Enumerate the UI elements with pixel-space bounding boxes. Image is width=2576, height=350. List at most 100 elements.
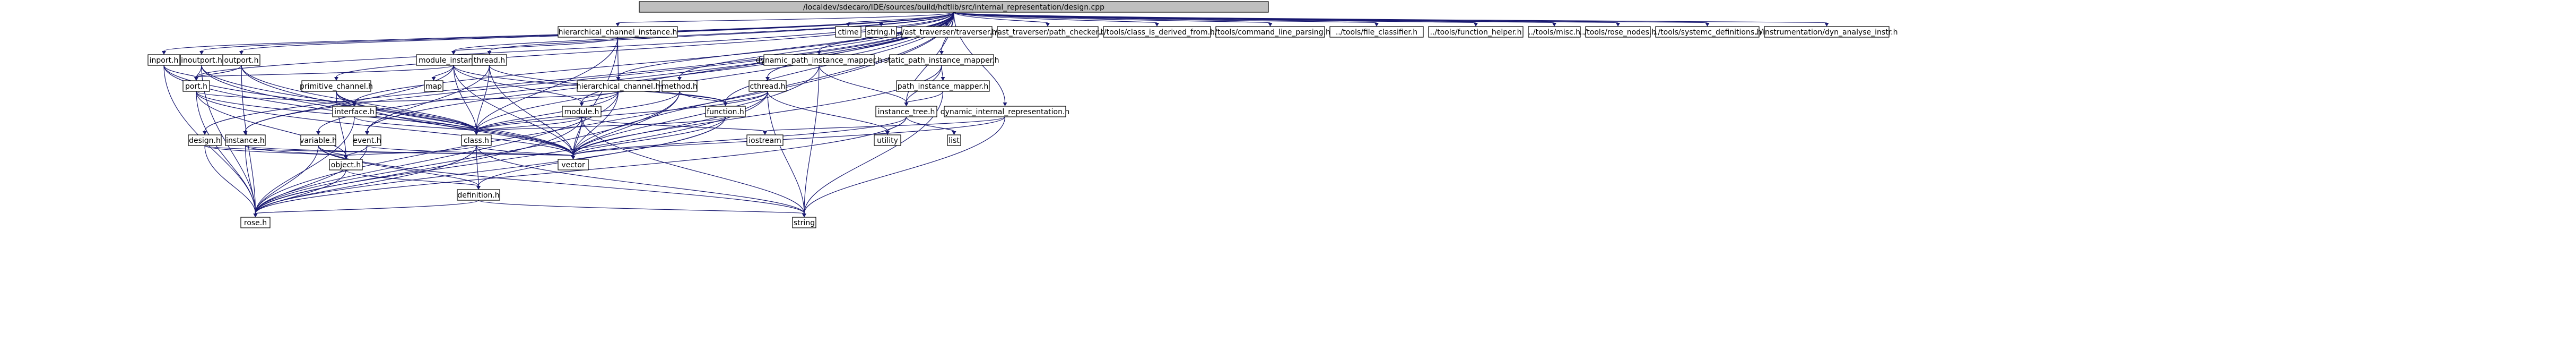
node-label: instance_tree.h xyxy=(878,108,935,116)
node-box xyxy=(889,54,994,66)
node-box xyxy=(1428,26,1524,38)
edge-arrowhead xyxy=(365,131,369,135)
node-label: primitive_channel.h xyxy=(300,82,373,91)
node-label: ../ast_traverser/path_checker.h xyxy=(990,28,1106,37)
node-label: function.h xyxy=(707,108,744,116)
edge-inoutport-vector xyxy=(201,65,574,156)
node-label: dynamic_internal_representation.h xyxy=(941,108,1070,116)
node-box xyxy=(577,80,660,92)
node-tsysc: ../tools/systemc_definitions.h xyxy=(1653,26,1762,38)
edge-designh-roseh xyxy=(204,145,256,214)
edge-variableh-objecth xyxy=(318,145,346,156)
node-box xyxy=(1764,26,1890,38)
edge-functionh-classh xyxy=(476,116,726,132)
node-iostream: iostream xyxy=(746,134,784,146)
edge-root-modinst xyxy=(453,12,954,52)
edge-root-roseh xyxy=(255,12,954,214)
node-tcmd: ../tools/command_line_parsing.h xyxy=(1210,26,1330,38)
node-box xyxy=(240,217,271,228)
node-definition: definition.h xyxy=(457,189,500,201)
edge-outport-vector xyxy=(241,65,574,156)
node-box xyxy=(896,80,990,92)
edge-arrowhead xyxy=(904,103,909,106)
edge-root-astpc xyxy=(953,12,1048,23)
edge-arrowhead xyxy=(1374,23,1379,27)
node-label: ../tools/rose_nodes.h xyxy=(1580,28,1657,37)
edge-hci-classh xyxy=(476,37,619,132)
edge-definition-roseh xyxy=(255,200,479,214)
edge-inoutport-porth xyxy=(196,65,202,78)
node-box xyxy=(188,134,222,146)
node-box xyxy=(705,106,746,117)
node-tcls: ../tools/class_is_derived_from.h xyxy=(1099,26,1215,38)
node-label: object.h xyxy=(331,161,361,169)
node-asttrav: ../ast_traverser/traverser.h xyxy=(897,26,997,38)
edge-modinst-porth xyxy=(196,65,454,78)
edge-root-tcls xyxy=(953,12,1158,23)
edge-arrowhead xyxy=(1824,23,1829,27)
node-box xyxy=(901,26,993,38)
node-box xyxy=(182,80,210,92)
node-label: instance.h xyxy=(226,136,265,145)
node-label: inport.h xyxy=(150,56,179,65)
node-label: ../tools/class_is_derived_from.h xyxy=(1099,28,1215,37)
edge-primch-classh xyxy=(336,91,477,132)
node-label: method.h xyxy=(662,82,697,91)
node-box xyxy=(558,26,678,38)
edge-arrowhead xyxy=(723,103,728,106)
node-box xyxy=(301,80,371,92)
node-box xyxy=(947,134,961,146)
node-interface: interface.h xyxy=(332,106,377,117)
node-box xyxy=(472,54,507,66)
edge-arrowhead xyxy=(352,103,356,106)
node-spim: static_path_instance_mapper.h xyxy=(884,54,999,66)
node-root: /localdev/sdecaro/IDE/sources/build/hdtl… xyxy=(639,1,1269,13)
node-objecth: object.h xyxy=(329,159,363,170)
node-box xyxy=(424,80,443,92)
node-label: class.h xyxy=(464,136,489,145)
node-list: list xyxy=(947,134,961,146)
node-label: ../tools/misc.h xyxy=(1528,28,1580,37)
node-ctime: ctime xyxy=(835,26,861,38)
edge-hch-classh xyxy=(476,91,619,132)
node-label: map xyxy=(425,82,442,91)
edge-arrowhead xyxy=(952,131,956,135)
node-inoutport: inoutport.h xyxy=(180,54,223,66)
node-inport: inport.h xyxy=(147,54,180,66)
node-label: module_instance.h xyxy=(419,56,489,65)
edge-variableh-definition xyxy=(318,145,479,186)
node-label: ../tools/file_classifier.h xyxy=(1336,28,1417,37)
edge-modinst-vector xyxy=(453,65,574,156)
node-label: /localdev/sdecaro/IDE/sources/build/hdtl… xyxy=(803,3,1104,12)
node-box xyxy=(562,106,602,117)
node-hci: hierarchical_channel_instance.h xyxy=(558,26,678,38)
node-label: iostream xyxy=(749,136,781,145)
node-label: design.h xyxy=(189,136,221,145)
node-label: ../ast_traverser/traverser.h xyxy=(897,28,996,37)
edge-arrowhead xyxy=(474,131,478,135)
edge-cthread-utility xyxy=(767,91,888,132)
edge-arrowhead xyxy=(253,214,258,217)
edge-porth-vector xyxy=(196,91,574,156)
edge-definition-string xyxy=(478,200,805,214)
edge-threadh-eventh xyxy=(367,65,490,132)
edge-arrowhead xyxy=(1616,23,1620,27)
node-label: definition.h xyxy=(457,191,499,200)
node-cthread: cthread.h xyxy=(749,80,787,92)
node-label: interface.h xyxy=(334,108,375,116)
edge-objecth-roseh xyxy=(255,169,346,214)
node-map: map xyxy=(424,80,443,92)
node-label: ../tools/systemc_definitions.h xyxy=(1653,28,1762,37)
graph-nodes: /localdev/sdecaro/IDE/sources/build/hdtl… xyxy=(147,1,1898,228)
edge-instanceh-roseh xyxy=(245,145,256,214)
edge-root-tcmd xyxy=(953,12,1271,23)
node-label: ../instrumentation/dyn_analyse_instr.h xyxy=(1755,28,1898,37)
node-label: hierarchical_channel_instance.h xyxy=(559,28,677,37)
edge-arrowhead xyxy=(199,51,204,55)
edge-arrowhead xyxy=(1003,103,1007,106)
edge-moduleh-vector xyxy=(572,116,582,156)
edge-interface-classh xyxy=(354,116,477,132)
node-pim: path_instance_mapper.h xyxy=(896,80,990,92)
edge-cthread-classh xyxy=(476,91,768,132)
